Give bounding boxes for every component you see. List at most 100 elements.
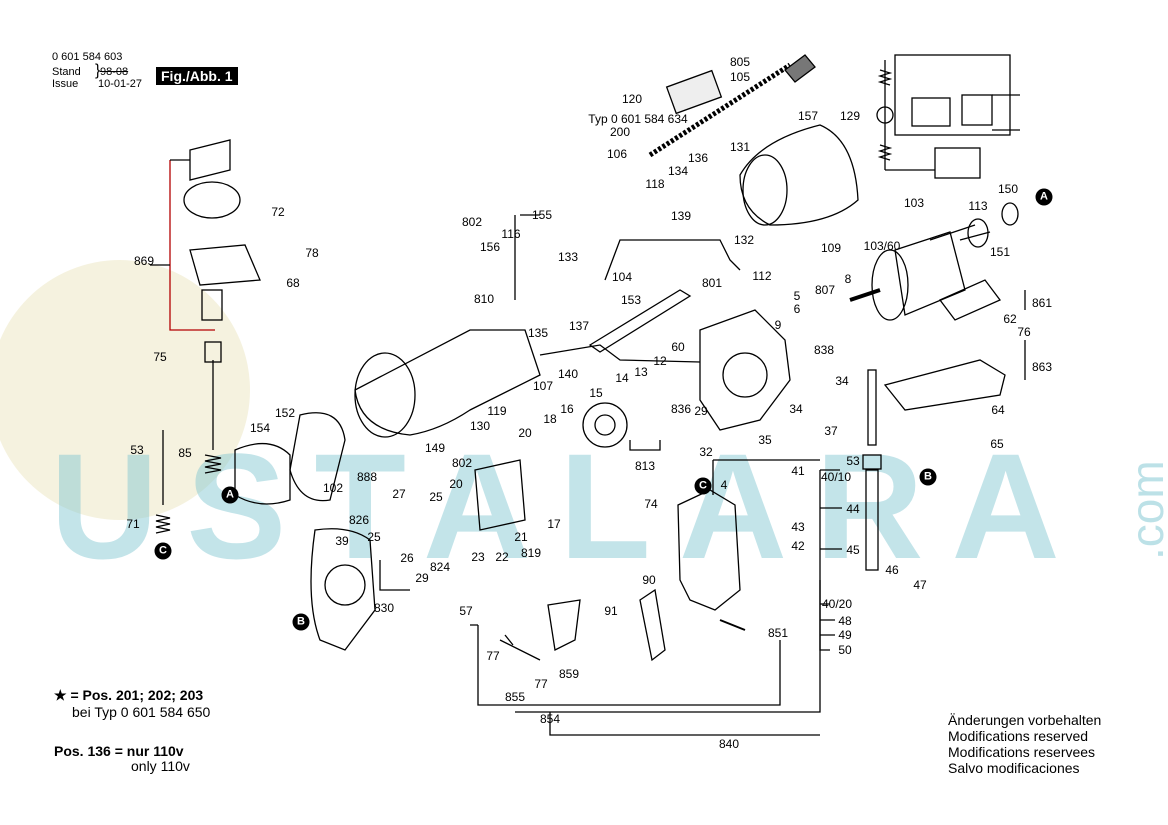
part-label: 157 xyxy=(797,109,819,123)
part-label: 5 xyxy=(793,289,801,303)
part-label: 45 xyxy=(846,543,860,557)
disclaimer-de: Änderungen vorbehalten xyxy=(948,712,1102,728)
part-label: 35 xyxy=(758,433,772,447)
part-label: 76 xyxy=(1017,325,1031,339)
issue-date: 10-01-27 xyxy=(98,78,143,90)
part-label: 20 xyxy=(449,477,463,491)
part-label: 131 xyxy=(729,140,751,154)
part-label: 109 xyxy=(820,241,842,255)
disclaimer-en: Modifications reserved xyxy=(948,728,1089,744)
part-label: 16 xyxy=(560,402,574,416)
part-label: Typ 0 601 584 634 xyxy=(588,112,688,126)
part-label: 44 xyxy=(846,502,860,516)
part-label: 200 xyxy=(609,125,631,139)
part-label: 103/60 xyxy=(863,239,901,253)
part-label: 156 xyxy=(479,240,501,254)
watermark-text: USTALARA xyxy=(50,422,1088,590)
figure-label: Fig./Abb. 1 xyxy=(156,67,238,85)
part-label: 140 xyxy=(557,367,579,381)
part-label: 47 xyxy=(913,578,927,592)
part-label: 4 xyxy=(720,478,728,492)
part-label: 27 xyxy=(392,487,406,501)
part-label: 78 xyxy=(305,246,319,260)
part-label: 813 xyxy=(634,459,656,473)
part-label: 819 xyxy=(520,546,542,560)
part-label: 139 xyxy=(670,209,692,223)
part-label: 85 xyxy=(178,446,192,460)
part-label: 72 xyxy=(271,205,285,219)
part-label: 90 xyxy=(642,573,656,587)
part-label: 8 xyxy=(844,272,852,286)
part-label: 75 xyxy=(153,350,167,364)
part-label: 824 xyxy=(429,560,451,574)
part-label: 18 xyxy=(543,412,557,426)
part-label: 29 xyxy=(415,571,429,585)
pos136-note: Pos. 136 = nur 110v xyxy=(54,743,184,759)
part-label: 32 xyxy=(699,445,713,459)
part-label: 113 xyxy=(968,199,988,213)
part-label: 132 xyxy=(733,233,755,247)
part-label: 149 xyxy=(424,441,446,455)
part-label: 134 xyxy=(667,164,689,178)
part-label: 103 xyxy=(903,196,925,210)
part-label: 130 xyxy=(469,419,491,433)
part-label: 91 xyxy=(604,604,618,618)
part-label: 855 xyxy=(504,690,526,704)
part-label: 9 xyxy=(774,318,782,332)
part-label: 136 xyxy=(687,151,709,165)
part-label: 12 xyxy=(653,354,667,368)
part-label: 48 xyxy=(838,614,852,628)
part-label: 64 xyxy=(991,403,1005,417)
part-label: 863 xyxy=(1031,360,1053,374)
part-label: 77 xyxy=(534,677,548,691)
part-label: 155 xyxy=(531,208,553,222)
wiring-schematic xyxy=(876,54,1020,179)
part-label: 60 xyxy=(671,340,685,354)
part-label: 23 xyxy=(471,550,485,564)
brace: } xyxy=(95,62,101,79)
part-label: 34 xyxy=(835,374,849,388)
part-label: 29 xyxy=(694,404,708,418)
part-label: 34 xyxy=(789,402,803,416)
part-label: 65 xyxy=(990,437,1004,451)
part-label: 14 xyxy=(615,371,629,385)
part-label: 77 xyxy=(486,649,500,663)
part-label: 17 xyxy=(547,517,561,531)
part-label: 39 xyxy=(335,534,349,548)
part-label: 43 xyxy=(791,520,805,534)
part-label: 53 xyxy=(846,454,860,468)
part-label: 120 xyxy=(621,92,643,106)
part-label: 152 xyxy=(274,406,296,420)
reference-marker-b: B xyxy=(292,613,310,631)
disclaimer-es: Salvo modificaciones xyxy=(948,760,1080,776)
part-label: 15 xyxy=(589,386,603,400)
part-label: 133 xyxy=(557,250,579,264)
part-label: 851 xyxy=(767,626,789,640)
part-label: 20 xyxy=(518,426,532,440)
part-label: 135 xyxy=(527,326,549,340)
part-label: 840 xyxy=(718,737,740,751)
part-label: 21 xyxy=(514,530,528,544)
part-label: 105 xyxy=(729,70,751,84)
type-note: bei Typ 0 601 584 650 xyxy=(72,704,211,720)
part-label: 801 xyxy=(701,276,723,290)
part-label: 859 xyxy=(558,667,580,681)
part-label: 46 xyxy=(885,563,899,577)
part-label: 13 xyxy=(634,365,648,379)
part-label: 802 xyxy=(461,215,483,229)
part-label: 74 xyxy=(644,497,658,511)
stand-label: Stand xyxy=(52,66,81,78)
part-label: 836 xyxy=(670,402,692,416)
part-label: 106 xyxy=(606,147,628,161)
part-label: 22 xyxy=(495,550,509,564)
part-label: 71 xyxy=(126,517,140,531)
part-label: 37 xyxy=(824,424,838,438)
part-label: 112 xyxy=(752,269,772,283)
part-label: 153 xyxy=(620,293,642,307)
part-label: 802 xyxy=(451,456,473,470)
part-label: 50 xyxy=(838,643,852,657)
part-label: 102 xyxy=(322,481,344,495)
reference-marker-a: A xyxy=(1035,188,1053,206)
part-label: 854 xyxy=(539,712,561,726)
